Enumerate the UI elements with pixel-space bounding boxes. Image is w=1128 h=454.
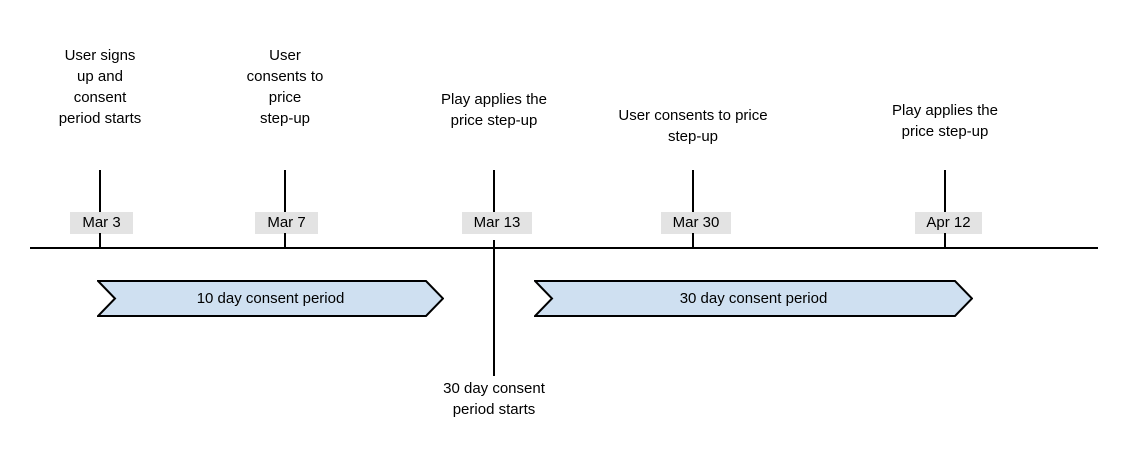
date-chip-apr-12: Apr 12	[915, 212, 982, 234]
event-tick-consent-2	[692, 170, 694, 212]
event-tick-stepup-1-extended	[493, 240, 495, 376]
event-tick-stepup-2-lower	[944, 233, 946, 248]
event-label-consent-1: User consents to price step-up	[246, 47, 324, 127]
event-label-stepup-2: Play applies the price step-up	[892, 102, 998, 140]
event-tick-consent-1	[284, 170, 286, 212]
timeline-axis	[30, 247, 1098, 249]
consent-band-10-day: 10 day consent period	[97, 280, 444, 317]
chevron-shape-10-day	[97, 280, 444, 317]
event-label-stepup-1: Play applies the price step-up	[441, 91, 547, 129]
date-chip-mar-30: Mar 30	[661, 212, 731, 234]
event-tick-consent-1-lower	[284, 233, 286, 248]
date-chip-mar-3: Mar 3	[70, 212, 133, 234]
date-chip-mar-7: Mar 7	[255, 212, 318, 234]
event-tick-stepup-1	[493, 170, 495, 212]
event-label-consent-2: User consents to price step-up	[618, 107, 768, 145]
event-tick-stepup-2	[944, 170, 946, 212]
event-tick-signup-lower	[99, 233, 101, 248]
chevron-shape-30-day	[534, 280, 973, 317]
event-tick-consent-2-lower	[692, 233, 694, 248]
annotation-30-day-start: 30 day consent period starts	[443, 380, 545, 418]
event-tick-signup	[99, 170, 101, 212]
consent-band-30-day: 30 day consent period	[534, 280, 973, 317]
date-chip-mar-13: Mar 13	[462, 212, 532, 234]
event-label-signup: User signs up and consent period starts	[58, 47, 142, 127]
